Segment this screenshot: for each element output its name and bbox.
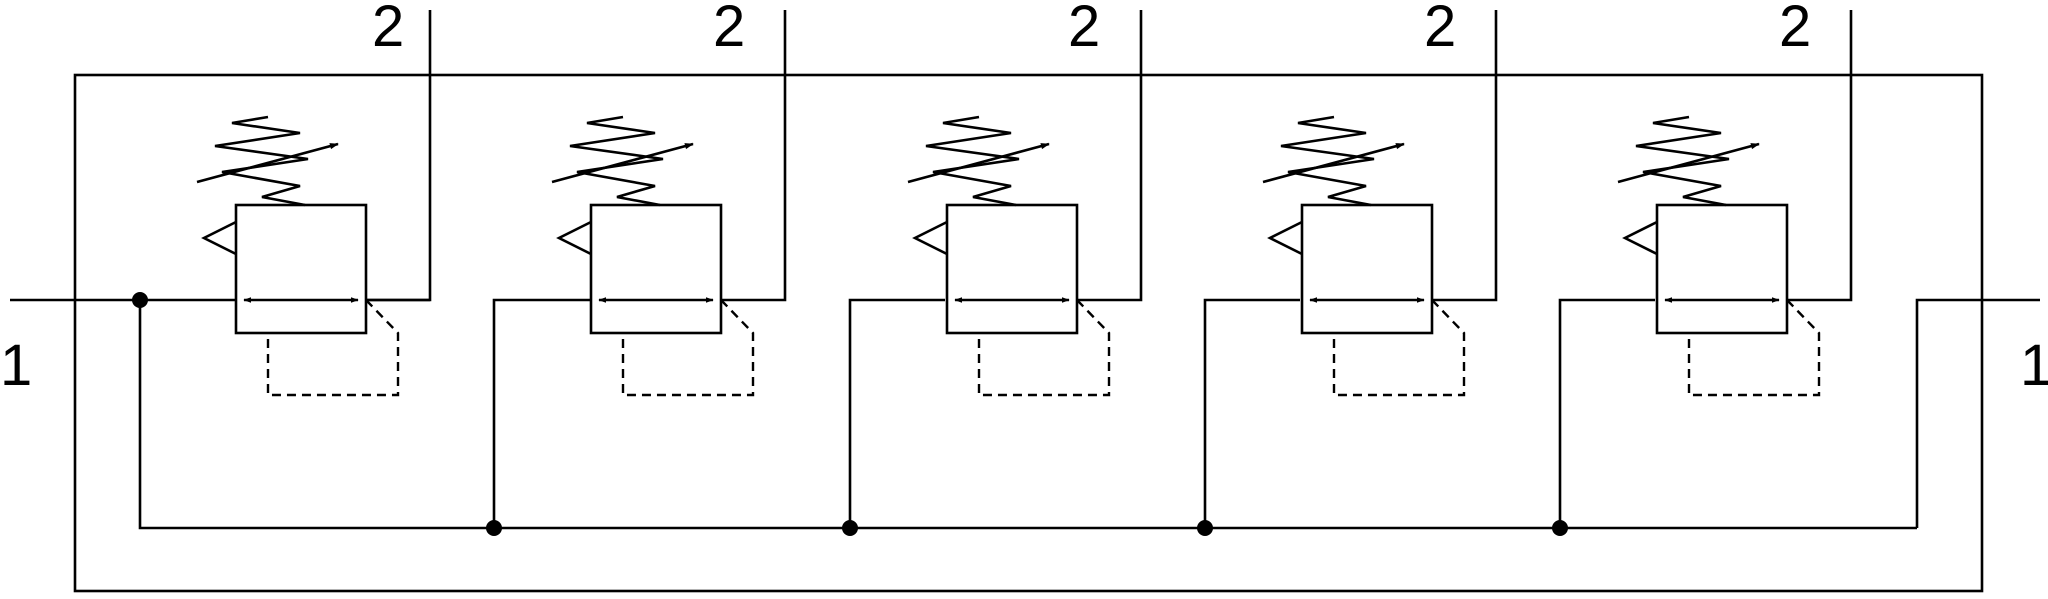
port-label-outlet: 2 [372,0,404,59]
adjustment-arrow-icon [196,142,339,184]
outlet-line [1432,10,1498,302]
valve-5 [1617,10,1853,397]
pilot-triangle-icon [201,220,237,256]
valve-body [1300,203,1434,335]
common-bus-line [138,300,1917,530]
branch-line [1558,298,1655,528]
adjustment-arrow-icon [1617,142,1760,184]
outlet-line [1787,10,1853,302]
valve-1 [196,10,432,397]
branch-lines [492,298,1655,528]
adjustment-arrow-icon [907,142,1050,184]
port-label-outlet: 2 [1424,0,1456,59]
manifold-frame [73,73,1984,593]
spring-icon [1635,115,1730,207]
pilot-triangle-icon [912,220,948,256]
supply-line-right [1915,298,2040,528]
spring-icon [214,115,309,207]
port-label-outlet: 2 [1779,0,1811,59]
spring-icon [569,115,664,207]
pilot-line [1332,299,1466,397]
pilot-line [266,299,400,397]
outlet-line [721,10,787,302]
junction-dot [132,292,148,308]
pilot-line [1687,299,1821,397]
valve-body [1655,203,1789,335]
adjustment-arrow-icon [1262,142,1405,184]
branch-line [1203,298,1300,528]
port-label-inlet-left: 1 [0,333,32,398]
spring-icon [1280,115,1375,207]
valve-4 [1262,10,1498,397]
spring-icon [925,115,1020,207]
port-label-inlet-right: 1 [2020,333,2048,398]
pilot-line [977,299,1111,397]
pilot-triangle-icon [1622,220,1658,256]
valve-body [589,203,723,335]
pilot-line [621,299,755,397]
outlet-line [366,10,432,302]
outlet-line [1077,10,1143,302]
valve-body [234,203,368,335]
port-label-outlet: 2 [713,0,745,59]
valve-2 [551,10,787,397]
pilot-triangle-icon [1267,220,1303,256]
adjustment-arrow-icon [551,142,694,184]
valve-3 [907,10,1143,397]
branch-line [848,298,945,528]
valve-body [945,203,1079,335]
pilot-triangle-icon [556,220,592,256]
branch-line [492,298,590,528]
port-label-outlet: 2 [1068,0,1100,59]
